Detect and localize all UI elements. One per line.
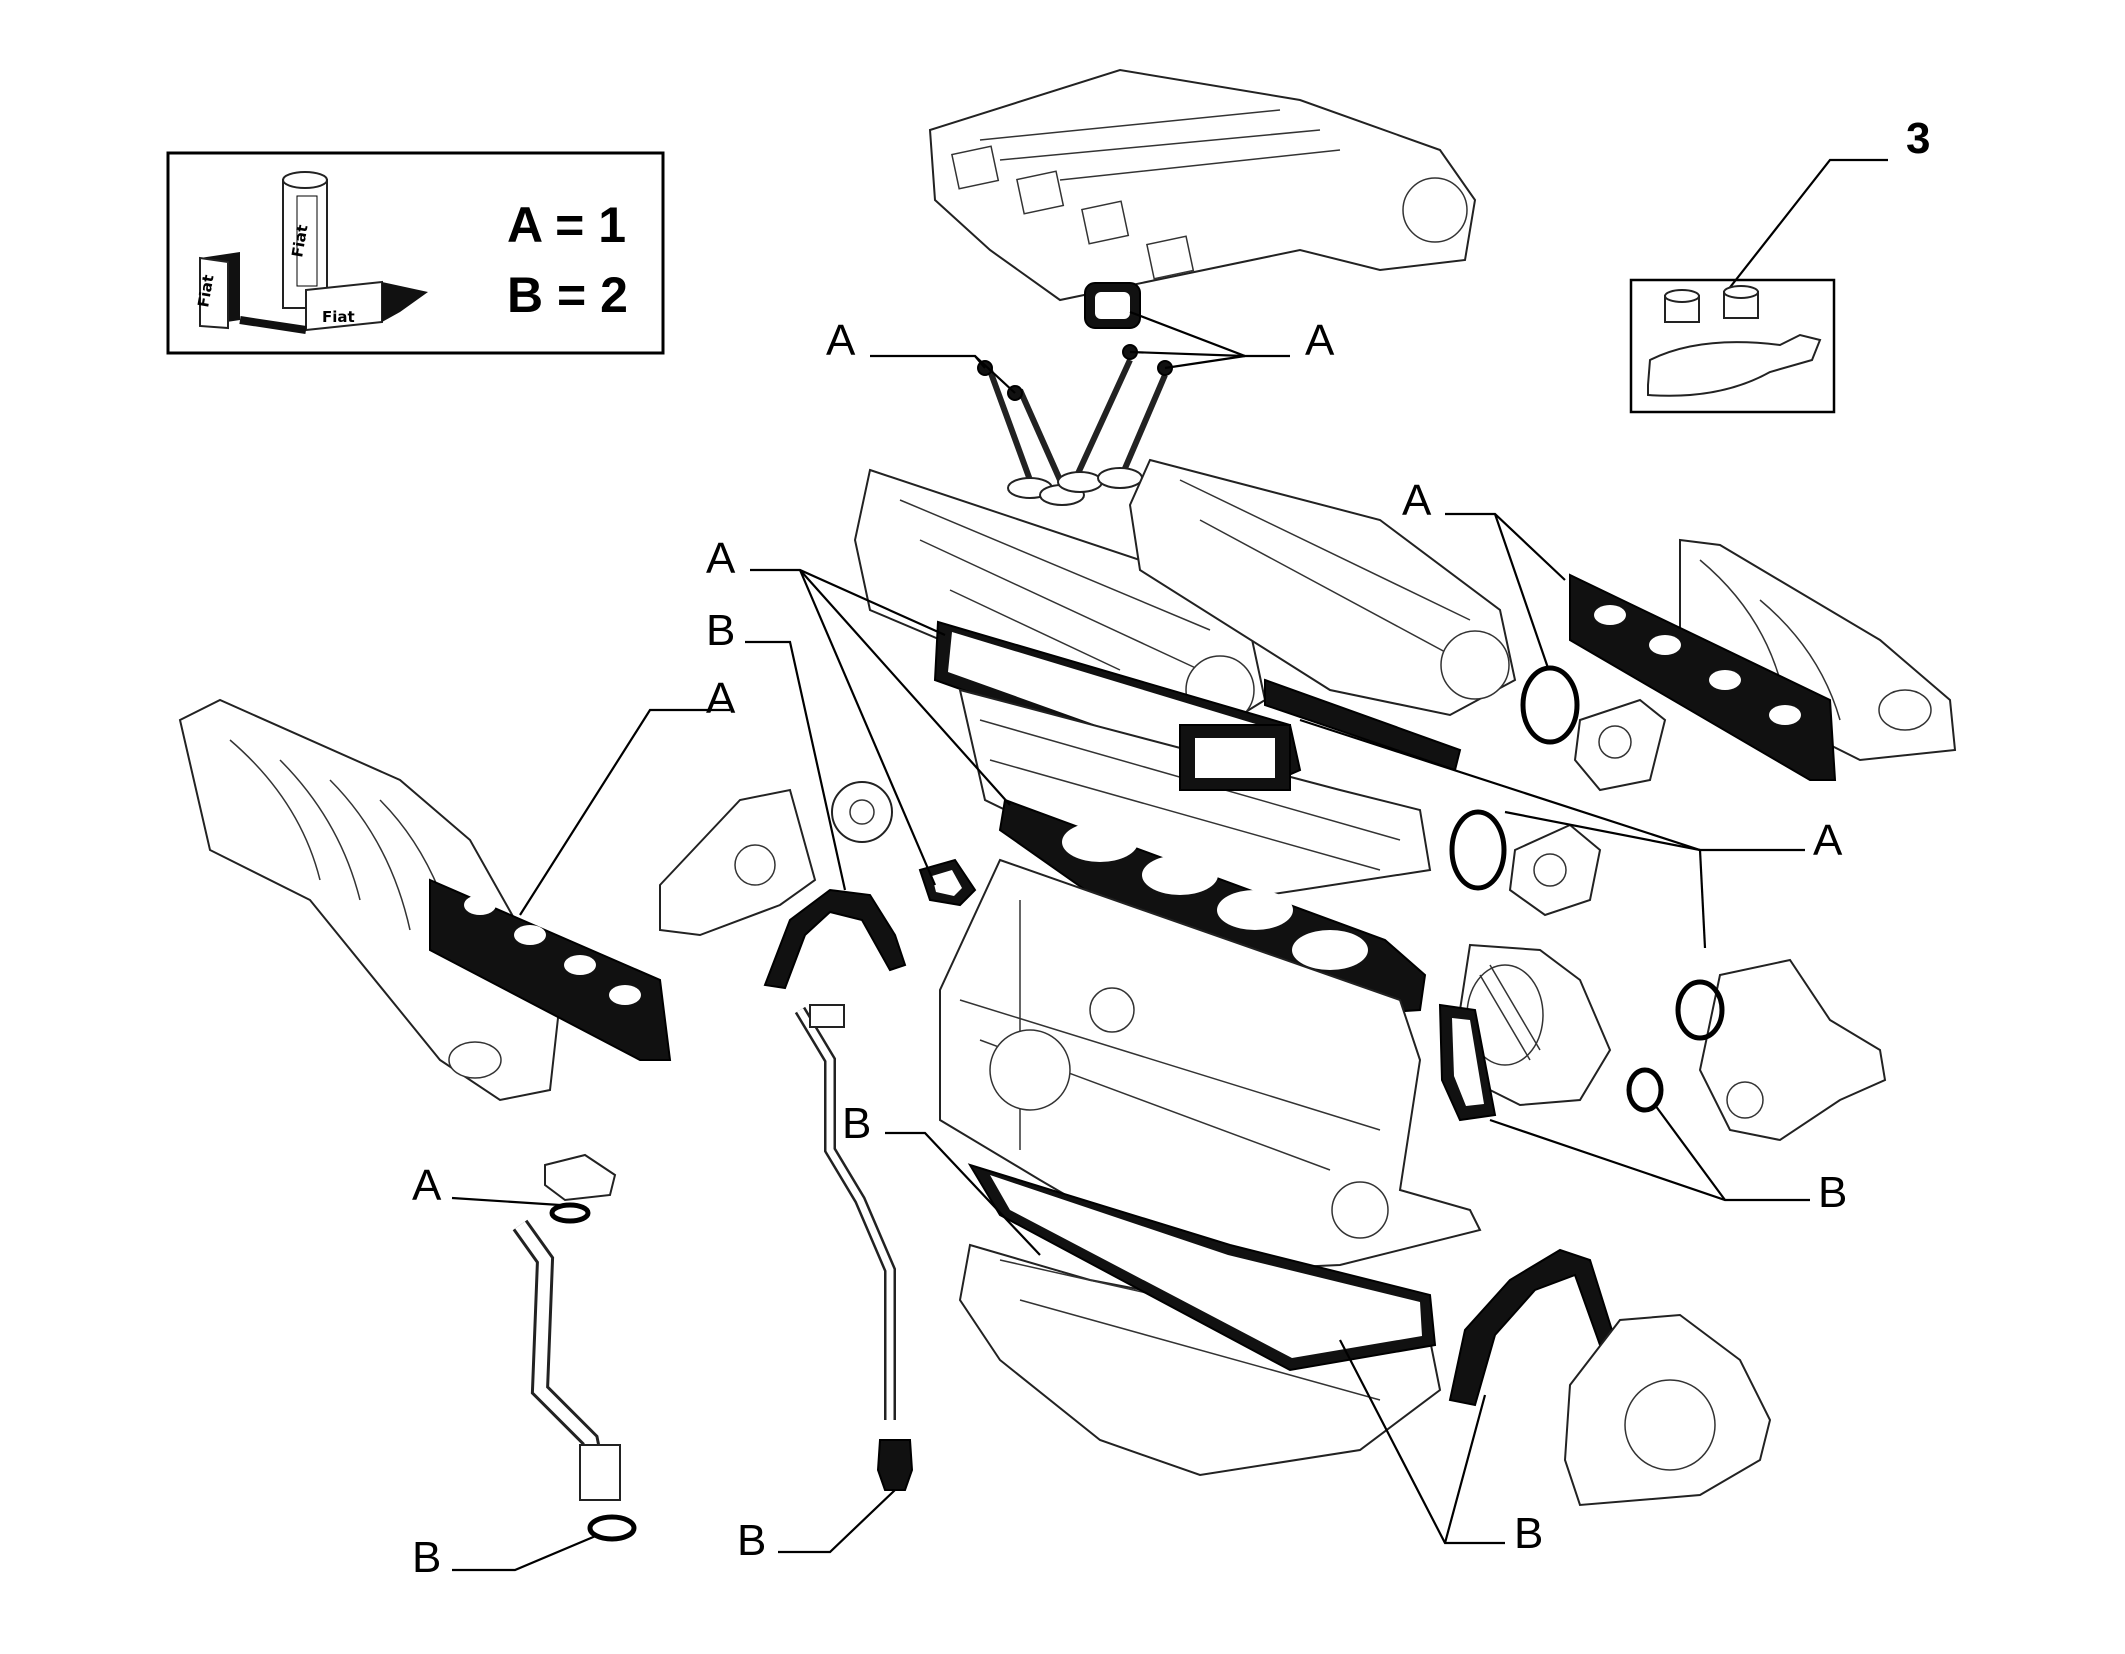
legend-line-b: B = 2	[507, 267, 628, 323]
sealant-kit-icon	[1647, 285, 1822, 397]
sensor-oring-shape	[549, 1202, 591, 1224]
callout-front-cover-gasket: B	[706, 606, 735, 655]
sensor	[544, 1153, 617, 1202]
legend-box: Fiat Fiat Fiat A = 1 B = 2	[166, 151, 665, 355]
front-cover	[659, 788, 817, 937]
exhaust-manifold-left	[178, 698, 562, 1102]
callout-drain-plug: B	[737, 1516, 766, 1565]
drain-plug-part	[876, 1439, 914, 1491]
coolant-outlet-oring	[1675, 979, 1725, 1041]
callout-pipe-oring: B	[412, 1533, 441, 1582]
callout-oil-pump-gasket: B	[842, 1099, 871, 1148]
oil-pump-sprocket	[831, 781, 893, 843]
thermostat-oring-upper	[1520, 665, 1580, 745]
water-pump	[1458, 943, 1612, 1107]
callout-cam-cover-gasket: A	[706, 534, 736, 583]
rear-main-seal-housing	[1563, 1313, 1772, 1507]
callout-sump-rear-gaskets: B	[1514, 1509, 1543, 1558]
gasket-sealant-products-icon: Fiat Fiat Fiat	[194, 171, 428, 334]
callout-thermostat-orings: A	[1813, 816, 1843, 865]
callout-intake-manifold-gasket: A	[706, 674, 736, 723]
thermostat-housing	[1508, 698, 1667, 917]
upper-intake-manifold	[928, 68, 1477, 302]
sealant-kit-box: 3	[1629, 114, 1930, 414]
callout-intake-valve-seals: A	[826, 316, 856, 365]
exhaust-manifold-right-gasket	[1569, 573, 1837, 781]
water-pump-oring	[1626, 1067, 1664, 1113]
cylinder-head	[958, 688, 1432, 907]
callout-exhaust-valve-seals: A	[1305, 316, 1335, 365]
coolant-outlet	[1698, 958, 1887, 1142]
dipstick-tube	[794, 1004, 896, 1420]
kit-number: 3	[1906, 114, 1930, 163]
callout-sensor-oring: A	[412, 1161, 442, 1210]
callout-water-pump-gaskets: B	[1818, 1168, 1847, 1217]
coolant-pipe	[512, 1219, 621, 1501]
exhaust-manifold-left-gasket	[429, 878, 672, 1061]
valves	[977, 344, 1173, 506]
svg-text:Fiat: Fiat	[288, 223, 311, 258]
svg-text:Fiat: Fiat	[322, 308, 355, 326]
front-cover-gasket-shape	[763, 888, 907, 990]
legend-line-a: A = 1	[507, 197, 626, 253]
engine-block	[939, 858, 1482, 1272]
thermostat-oring-lower	[1449, 809, 1507, 891]
cylinder-head-gasket	[998, 798, 1427, 1022]
pipe-oring-shape	[587, 1514, 637, 1542]
svg-text:Fiat: Fiat	[194, 273, 217, 308]
callout-exhaust-manifold-gasket: A	[1402, 476, 1432, 525]
